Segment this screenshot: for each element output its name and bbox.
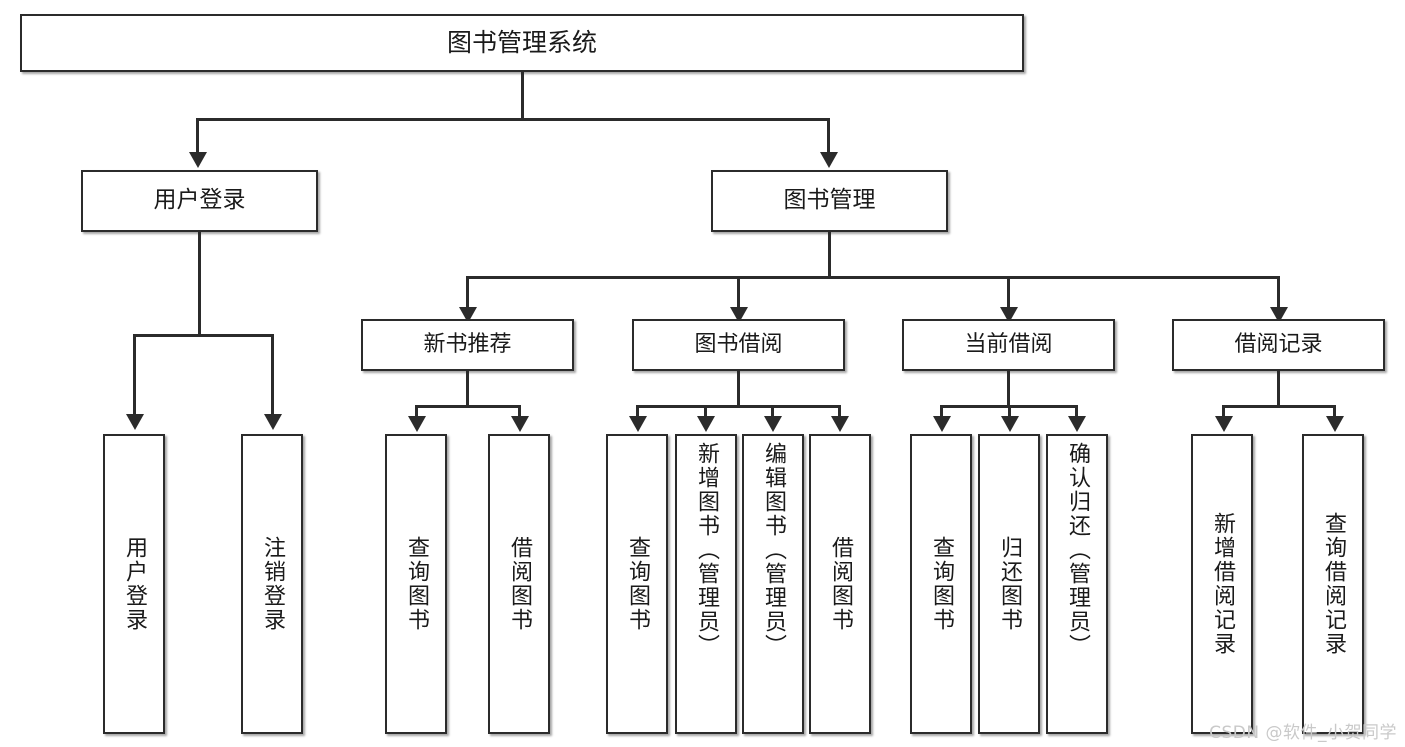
edge-book-mgmt-bus	[466, 276, 1280, 279]
edge-book-borrow-leaf-1	[704, 405, 707, 419]
edge-borrow-record-leaf-1	[1333, 405, 1336, 419]
node-new-book-recommend[interactable]: 新书推荐	[361, 319, 574, 371]
arrowhead-user-login-leaf-1	[264, 414, 282, 430]
edge-current-borrow-stem	[1007, 371, 1010, 407]
node-label: 当前借阅	[964, 331, 1053, 357]
edge-book-borrow-leaf-2	[771, 405, 774, 419]
edge-new-book-stem	[466, 371, 469, 407]
leaf-current-borrow-confirm-return-admin[interactable]: 确认归还（管理员）	[1046, 434, 1108, 734]
edge-book-borrow-stem	[737, 371, 740, 407]
arrowhead-book-borrow-leaf-3	[831, 416, 849, 432]
node-label: 图书管理	[783, 187, 876, 214]
edge-new-book-leaf-0	[415, 405, 418, 419]
leaf-label: 借阅图书	[828, 536, 853, 632]
edge-current-borrow-leaf-1	[1008, 405, 1011, 419]
edge-user-login-to-leaf-0	[133, 334, 136, 416]
leaf-label: 注销登录	[260, 536, 285, 632]
leaf-label: 用户登录	[122, 536, 147, 632]
leaf-book-borrow-add-book-admin[interactable]: 新增图书（管理员）	[675, 434, 737, 734]
edge-root-stem	[521, 72, 524, 120]
node-label: 用户登录	[153, 187, 246, 214]
leaf-label: 新增图书（管理员）	[694, 442, 719, 658]
edge-root-bus	[196, 118, 830, 121]
node-label: 新书推荐	[423, 331, 512, 357]
edge-book-mgmt-to-lvl3-1	[737, 276, 740, 310]
arrowhead-current-borrow-leaf-2	[1068, 416, 1086, 432]
leaf-label: 查询图书	[929, 536, 954, 632]
edge-new-book-bus	[415, 405, 521, 408]
leaf-borrow-record-add-record[interactable]: 新增借阅记录	[1191, 434, 1253, 734]
leaf-label: 确认归还（管理员）	[1065, 442, 1090, 658]
leaf-book-borrow-borrow-books[interactable]: 借阅图书	[809, 434, 871, 734]
edge-book-mgmt-to-lvl3-0	[466, 276, 469, 310]
node-borrow-record[interactable]: 借阅记录	[1172, 319, 1385, 371]
watermark-text: CSDN @软件_小贺同学	[1209, 723, 1397, 743]
node-current-borrow[interactable]: 当前借阅	[902, 319, 1115, 371]
edge-book-borrow-leaf-0	[636, 405, 639, 419]
leaf-label: 新增借阅记录	[1210, 512, 1235, 656]
edge-borrow-record-stem	[1277, 371, 1280, 407]
arrowhead-user-login-leaf-0	[126, 414, 144, 430]
leaf-new-book-query-books[interactable]: 查询图书	[385, 434, 447, 734]
edge-current-borrow-leaf-0	[940, 405, 943, 419]
arrowhead-new-book-leaf-1	[511, 416, 529, 432]
leaf-borrow-record-query-record[interactable]: 查询借阅记录	[1302, 434, 1364, 734]
node-root-system[interactable]: 图书管理系统	[20, 14, 1024, 72]
node-label: 图书管理系统	[446, 28, 597, 57]
arrowhead-new-book-leaf-0	[408, 416, 426, 432]
edge-book-mgmt-stem	[828, 232, 831, 278]
leaf-label: 查询图书	[625, 536, 650, 632]
arrowhead-root-to-book-mgmt	[820, 152, 838, 168]
leaf-user-login-logout[interactable]: 注销登录	[241, 434, 303, 734]
node-book-management[interactable]: 图书管理	[711, 170, 948, 232]
arrowhead-current-borrow-leaf-0	[933, 416, 951, 432]
leaf-current-borrow-query-books[interactable]: 查询图书	[910, 434, 972, 734]
edge-root-to-user-login	[196, 118, 199, 154]
arrowhead-book-borrow-leaf-1	[697, 416, 715, 432]
edge-book-borrow-leaf-3	[838, 405, 841, 419]
edge-new-book-leaf-1	[518, 405, 521, 419]
arrowhead-borrow-record-leaf-0	[1215, 416, 1233, 432]
edge-borrow-record-bus	[1222, 405, 1336, 408]
leaf-label: 查询图书	[404, 536, 429, 632]
leaf-user-login-login[interactable]: 用户登录	[103, 434, 165, 734]
node-book-borrow[interactable]: 图书借阅	[632, 319, 845, 371]
leaf-label: 查询借阅记录	[1321, 512, 1346, 656]
leaf-label: 归还图书	[997, 536, 1022, 632]
leaf-label: 借阅图书	[507, 536, 532, 632]
leaf-new-book-borrow-books[interactable]: 借阅图书	[488, 434, 550, 734]
arrowhead-current-borrow-leaf-1	[1001, 416, 1019, 432]
leaf-book-borrow-query-books[interactable]: 查询图书	[606, 434, 668, 734]
edge-book-borrow-bus	[636, 405, 841, 408]
arrowhead-book-borrow-leaf-0	[629, 416, 647, 432]
node-user-login[interactable]: 用户登录	[81, 170, 318, 232]
node-label: 图书借阅	[694, 331, 783, 357]
node-label: 借阅记录	[1234, 331, 1323, 357]
edge-book-mgmt-to-lvl3-2	[1007, 276, 1010, 310]
arrowhead-borrow-record-leaf-1	[1326, 416, 1344, 432]
edge-user-login-bus	[133, 334, 274, 337]
leaf-label: 编辑图书（管理员）	[761, 442, 786, 658]
edge-borrow-record-leaf-0	[1222, 405, 1225, 419]
leaf-current-borrow-return-books[interactable]: 归还图书	[978, 434, 1040, 734]
arrowhead-root-to-user-login	[189, 152, 207, 168]
arrowhead-book-borrow-leaf-2	[764, 416, 782, 432]
edge-book-mgmt-to-lvl3-3	[1277, 276, 1280, 310]
leaf-book-borrow-edit-book-admin[interactable]: 编辑图书（管理员）	[742, 434, 804, 734]
edge-root-to-book-mgmt	[827, 118, 830, 154]
edge-current-borrow-leaf-2	[1075, 405, 1078, 419]
edge-user-login-stem	[198, 232, 201, 336]
edge-user-login-to-leaf-1	[271, 334, 274, 416]
